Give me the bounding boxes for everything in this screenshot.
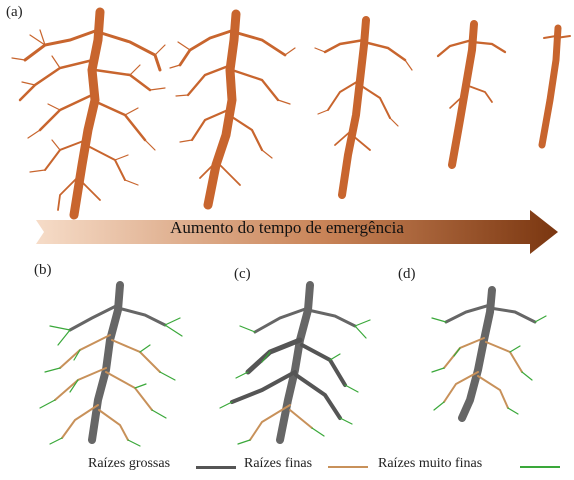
root-system-2 [170,14,295,205]
legend-line-very-fine [520,466,560,468]
root-diagram-c [220,285,370,444]
root-system-3 [315,20,412,195]
arrow-label: Aumento do tempo de emergência [0,218,574,238]
legend-line-coarse [196,466,236,469]
legend-line-fine [328,466,368,468]
root-system-1 [12,12,165,215]
panel-label-c: (c) [234,266,251,283]
legend-label-fine: Raízes finas [244,456,312,472]
panel-label-a: (a) [6,4,23,21]
root-system-5 [542,28,570,145]
legend-label-very-fine: Raízes muito finas [378,456,482,472]
root-system-4 [438,24,505,165]
legend-label-coarse: Raízes grossas [88,456,170,472]
panel-label-d: (d) [398,266,416,283]
root-diagram-b [40,285,182,446]
panel-label-b: (b) [34,262,52,279]
legend: Raízes grossas Raízes finas Raízes muito… [0,454,574,476]
root-diagram-d [432,290,546,418]
